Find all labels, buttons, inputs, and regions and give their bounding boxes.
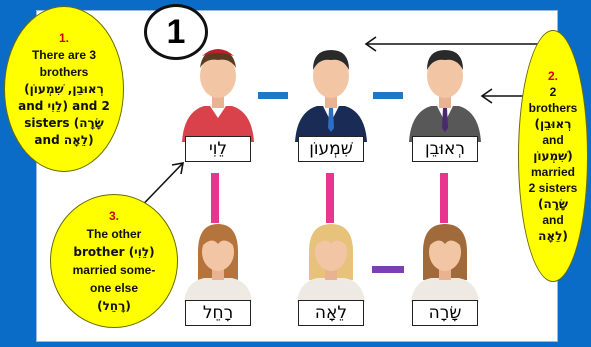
name-label-rachel: רָחֵל <box>185 300 251 326</box>
wife-rachel-figure <box>178 222 258 307</box>
note-2-line: (שָׂרָה <box>537 197 569 211</box>
note-1-line: and לֵוִי) and 2 <box>18 98 110 113</box>
brother-levi-figure <box>178 42 258 147</box>
brother-reuven-figure <box>405 42 485 147</box>
sister-sarah-figure <box>405 222 485 307</box>
arrow-head-levi <box>171 162 184 175</box>
note-2-line: married <box>530 165 576 179</box>
note-bubble-3: 3. The other brother (לֵוִי) married som… <box>50 194 178 328</box>
marriage-link-reuven <box>440 173 448 223</box>
note-3-line: married some- <box>72 263 156 277</box>
sibling-link-levi-shimon <box>258 92 288 99</box>
note-3-number: 3. <box>108 209 119 223</box>
note-2-line: and <box>542 133 564 147</box>
name-label-sarah: שָׂרָה <box>412 300 478 326</box>
note-2-line: 2 <box>549 85 557 99</box>
note-2-line: 2 sisters <box>528 181 578 195</box>
sister-leah-figure <box>291 222 371 307</box>
arrow-head-reuven-top <box>364 36 377 52</box>
note-3-line: brother (לֵוִי) <box>73 245 155 259</box>
note-bubble-1: 1. There are 3 brothers (רְאוּבֵן, שִׁמְ… <box>4 6 124 172</box>
note-2-line: לֵאָה) <box>538 229 568 243</box>
note-1-line: There are 3 <box>31 47 97 62</box>
note-1-line: and לֵאָה) <box>34 132 94 147</box>
arrow-head-reuven-side <box>480 88 493 104</box>
step-number-badge: 1 <box>144 4 208 60</box>
note-2-line: (רְאוּבֵן <box>534 117 572 131</box>
sibling-link-shimon-reuven <box>373 92 403 99</box>
note-1-number: 1. <box>58 30 69 45</box>
note-1-line: brothers <box>39 64 89 79</box>
note-2-line: brothers <box>528 101 578 115</box>
note-3-line: (רָחֵל) <box>97 299 131 313</box>
note-2-number: 2. <box>547 69 558 83</box>
marriage-link-shimon <box>326 173 334 223</box>
note-bubble-2: 2. 2 brothers (רְאוּבֵן and שִׁמְעוֹן) m… <box>518 30 588 282</box>
name-label-leah: לֵאָה <box>298 300 364 326</box>
note-1-line: sisters (שָׂרָה <box>24 115 104 130</box>
marriage-link-levi <box>211 173 219 223</box>
note-3-line: The other <box>86 227 142 241</box>
note-3-line: one else <box>89 281 139 295</box>
brother-shimon-figure <box>291 42 371 147</box>
note-1-line: (רְאוּבֵן, שִׁמְעוֹן <box>24 81 104 96</box>
note-2-line: שִׁמְעוֹן) <box>533 149 573 163</box>
sister-link-leah-sarah <box>372 266 404 273</box>
name-label-levi: לֵוִי <box>185 136 251 162</box>
note-2-line: and <box>542 213 564 227</box>
name-label-shimon: שִׁמְעוֹן <box>298 136 364 162</box>
name-label-reuven: רְאוּבֵן <box>412 136 478 162</box>
